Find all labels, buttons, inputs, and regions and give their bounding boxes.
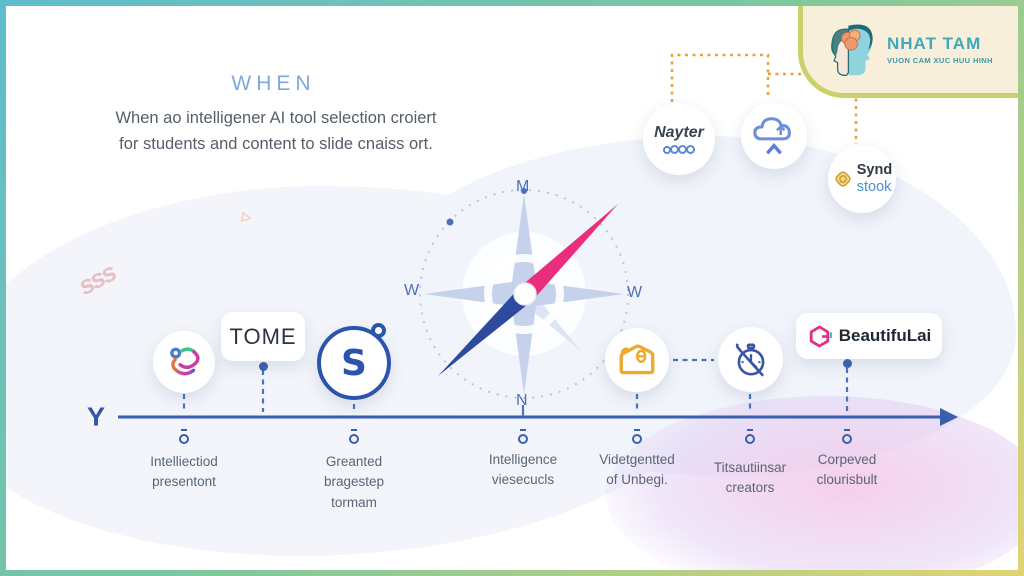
nayter-node[interactable]: Nayter — [643, 103, 715, 175]
brand-text: NHAT TAM VUON CAM XUC HUU HINH — [887, 34, 993, 65]
brand-card: NHAT TAM VUON CAM XUC HUU HINH — [798, 6, 1018, 98]
tome-label: TOME — [229, 323, 297, 349]
envelope-tag-icon — [619, 344, 655, 375]
diagram-canvas: sss ▹ — [6, 6, 1018, 570]
envelope-tag-node[interactable] — [605, 328, 669, 392]
synd-stook-node[interactable]: Synd stook — [828, 145, 896, 213]
s-coin-satellite-dot — [371, 323, 386, 338]
subtitle-line-1: When ao intelligener AI tool selection c… — [115, 109, 437, 127]
compass-label-bottom: N — [516, 392, 528, 409]
color-swirl-icon — [170, 347, 200, 376]
gold-rosette-icon — [835, 171, 851, 187]
cloud-upload-icon — [753, 117, 791, 155]
link-chain-icon — [662, 145, 695, 154]
s-coin-node[interactable]: S — [317, 326, 391, 400]
section-subtitle: When ao intelligener AI tool selection c… — [86, 106, 466, 157]
tome-badge[interactable]: TOME — [221, 312, 305, 361]
section-title: WHEN — [231, 72, 316, 95]
compass-label-right: W — [627, 284, 643, 301]
synd-label: Synd stook — [856, 162, 893, 195]
brand-tagline: VUON CAM XUC HUU HINH — [887, 56, 993, 65]
brand-logo-two-heads — [831, 23, 873, 76]
brand-name: NHAT TAM — [887, 34, 982, 53]
stopwatch-icon — [735, 342, 764, 377]
cloud-upload-node[interactable] — [741, 103, 807, 169]
tome-anchor-dot — [259, 362, 268, 371]
swirl-tool-node[interactable] — [153, 331, 215, 393]
s-coin-icon: S — [341, 342, 367, 384]
funnel-icon: Y — [87, 402, 106, 432]
stopwatch-node[interactable] — [718, 327, 783, 392]
beautifulai-anchor-dot — [843, 359, 852, 368]
subtitle-line-2: for students and content to slide cnaiss… — [119, 134, 433, 153]
compass-label-left: W — [404, 282, 420, 299]
hexagon-g-icon — [809, 325, 832, 347]
nayter-label: Nayter — [654, 124, 704, 141]
compass-label-top: M — [516, 178, 530, 195]
beautifulai-badge[interactable]: BeautifuLai — [796, 313, 942, 359]
beautifulai-label: BeautifuLai — [838, 326, 932, 345]
